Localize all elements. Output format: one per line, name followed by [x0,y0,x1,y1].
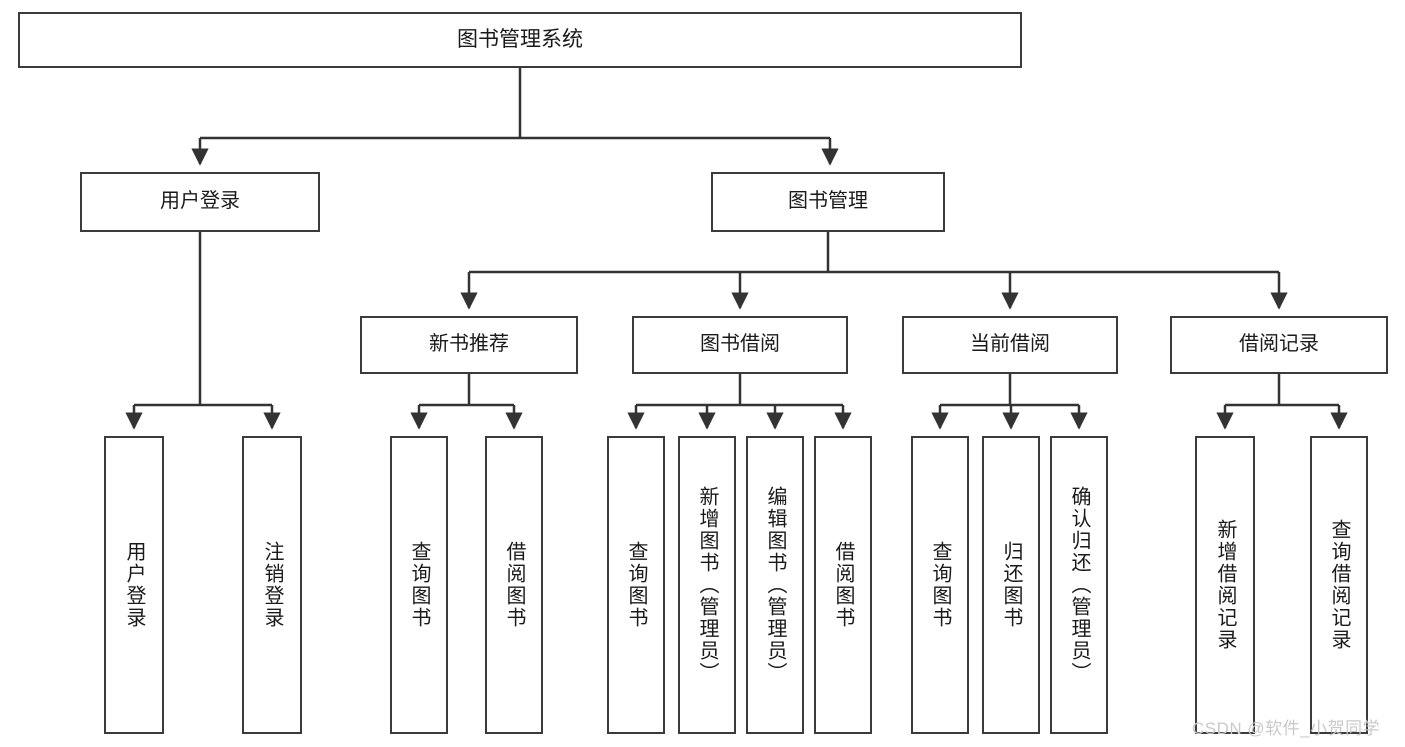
node-leaf-edit-book[interactable]: 编辑图书（管理员） [746,436,804,734]
node-book-borrow[interactable]: 图书借阅 [632,316,848,374]
node-leaf-confirm-return-label: 确认归还（管理员） [1068,486,1090,684]
node-leaf-query-book-3[interactable]: 查询图书 [911,436,969,734]
node-user-login-label: 用户登录 [160,190,240,213]
node-leaf-borrow-book-1-label: 借阅图书 [503,541,525,629]
node-leaf-borrow-book-1[interactable]: 借阅图书 [485,436,543,734]
node-book-borrow-label: 图书借阅 [700,333,780,356]
node-leaf-query-book-2-label: 查询图书 [625,541,647,629]
node-leaf-user-login[interactable]: 用户登录 [104,436,164,734]
node-new-book-recommend-label: 新书推荐 [429,333,509,356]
node-leaf-return-book-label: 归还图书 [1000,541,1022,629]
node-current-borrow-label: 当前借阅 [970,333,1050,356]
node-leaf-query-book-1[interactable]: 查询图书 [390,436,448,734]
node-root[interactable]: 图书管理系统 [18,12,1022,68]
node-leaf-user-login-label: 用户登录 [123,541,145,629]
node-root-label: 图书管理系统 [457,27,583,51]
node-leaf-edit-book-label: 编辑图书（管理员） [764,486,786,684]
node-leaf-add-book-label: 新增图书（管理员） [696,486,718,684]
node-leaf-borrow-book-2-label: 借阅图书 [832,541,854,629]
node-leaf-user-logout[interactable]: 注销登录 [242,436,302,734]
node-new-book-recommend[interactable]: 新书推荐 [360,316,578,374]
node-leaf-query-book-2[interactable]: 查询图书 [607,436,665,734]
node-leaf-borrow-book-2[interactable]: 借阅图书 [814,436,872,734]
node-leaf-add-borrow-record-label: 新增借阅记录 [1214,519,1236,651]
node-current-borrow[interactable]: 当前借阅 [902,316,1118,374]
node-leaf-query-book-3-label: 查询图书 [929,541,951,629]
node-book-manage[interactable]: 图书管理 [711,172,945,232]
node-book-manage-label: 图书管理 [788,190,868,213]
node-borrow-record-label: 借阅记录 [1239,333,1319,356]
node-leaf-query-borrow-record[interactable]: 查询借阅记录 [1310,436,1368,734]
node-borrow-record[interactable]: 借阅记录 [1170,316,1388,374]
node-leaf-add-book[interactable]: 新增图书（管理员） [678,436,736,734]
node-leaf-query-borrow-record-label: 查询借阅记录 [1328,519,1350,651]
node-leaf-confirm-return[interactable]: 确认归还（管理员） [1050,436,1108,734]
node-leaf-return-book[interactable]: 归还图书 [982,436,1040,734]
csdn-watermark: CSDN @软件_小贺同学 [1192,719,1381,738]
node-user-login[interactable]: 用户登录 [80,172,320,232]
node-leaf-user-logout-label: 注销登录 [261,541,283,629]
node-leaf-add-borrow-record[interactable]: 新增借阅记录 [1195,436,1255,734]
node-leaf-query-book-1-label: 查询图书 [408,541,430,629]
